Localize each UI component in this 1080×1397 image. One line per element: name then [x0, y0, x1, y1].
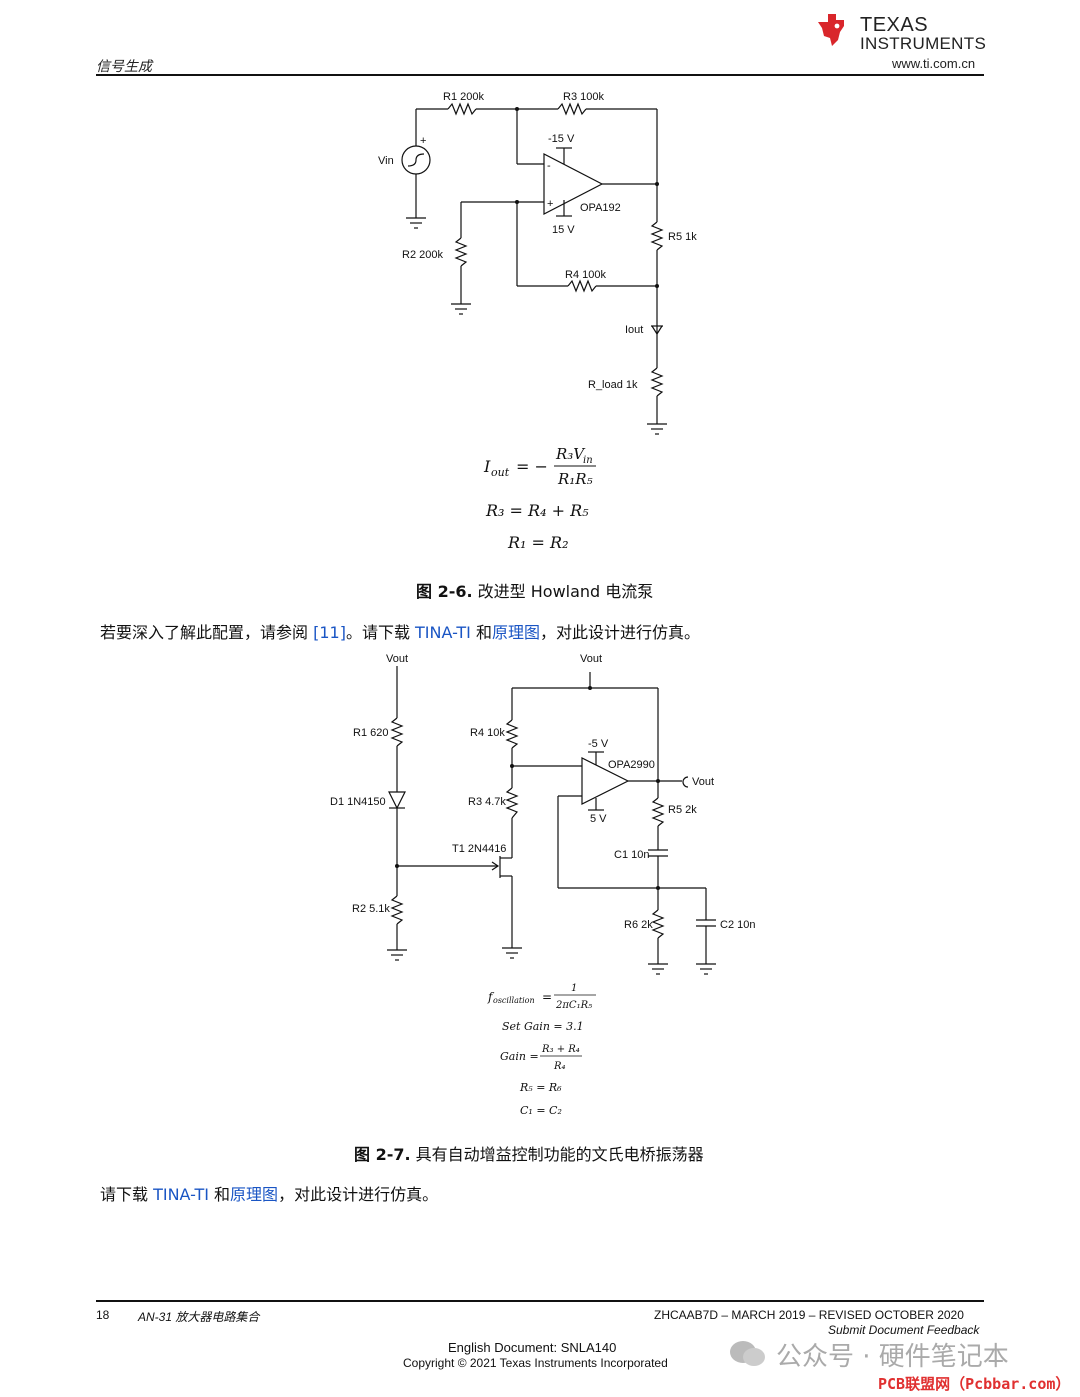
footer-divider: [96, 1300, 984, 1302]
fig2-eq3-num: R₃ + R₄: [541, 1044, 580, 1055]
fig1-rload-label: R_load 1k: [588, 379, 638, 391]
fig2-t1-label: T1 2N4416: [452, 843, 506, 855]
fig2-r4-label: R4 10k: [470, 727, 505, 739]
eq1-eq: = −: [516, 457, 548, 476]
fig2-eq1-eq: =: [542, 990, 552, 1004]
ref-11-link[interactable]: [11]: [313, 623, 346, 642]
tina-ti-link-2[interactable]: TINA-TI: [153, 1185, 209, 1204]
header-url[interactable]: www.ti.com.cn: [892, 56, 976, 71]
ti-logo-icon: [818, 14, 844, 46]
page-number: 18: [96, 1308, 110, 1322]
fig2-eq5: C₁ = C₂: [520, 1104, 562, 1117]
wien-bridge-schematic: Vout Vout R1 620 R4 10k -5 V OPA2990 Vou…: [330, 653, 755, 975]
fig2-r3-label: R3 4.7k: [468, 796, 506, 808]
fig2-eq4: R₅ = R₆: [519, 1081, 562, 1094]
fig1-plus: +: [547, 198, 553, 210]
fig2-vout-out: Vout: [692, 776, 714, 788]
figure2-caption-prefix: 图 2-7.: [354, 1145, 411, 1164]
fig2-c2-label: C2 10n: [720, 919, 755, 931]
fig2-eq3-den: R₄: [553, 1061, 566, 1072]
fig2-eq1-num: 1: [571, 983, 577, 994]
brand-line2: INSTRUMENTS: [860, 34, 987, 53]
fig2-r6-label: R6 2k: [624, 919, 653, 931]
eq1-lhs: I: [483, 457, 491, 476]
fig2-r5-label: R5 2k: [668, 804, 697, 816]
figure1-caption-text: 改进型 Howland 电流泵: [477, 582, 654, 601]
figure1-caption-prefix: 图 2-6.: [416, 582, 473, 601]
paragraph-2: 请下载 TINA-TI 和原理图，对此设计进行仿真。: [100, 1181, 438, 1205]
fig2-vout-top-left: Vout: [386, 653, 408, 665]
howland-schematic: R1 200k R3 100k -15 V Vin + - + OPA192 1…: [378, 91, 697, 435]
fig1-neg15-label: -15 V: [548, 133, 575, 145]
fig1-iout-label: Iout: [625, 324, 643, 336]
fig2-eq1-den: 2πC₁R₅: [555, 1000, 592, 1011]
copyright: Copyright © 2021 Texas Instruments Incor…: [403, 1356, 668, 1370]
fig2-equations: f oscillation = 1 2πC₁R₅ Set Gain = 3.1 …: [487, 983, 596, 1117]
wechat-icon: [730, 1341, 765, 1366]
fig2-eq1-lhs: f: [487, 990, 495, 1004]
fig1-minus: -: [547, 160, 551, 172]
figure2-caption: 图 2-7. 具有自动增益控制功能的文氏电桥振荡器: [354, 1141, 704, 1165]
fig1-vin-plus: +: [420, 135, 426, 147]
fig2-eq2: Set Gain = 3.1: [502, 1020, 584, 1033]
p2-text-a: 请下载: [100, 1185, 154, 1204]
paragraph-1: 若要深入了解此配置，请参阅 [11]。请下载 TINA-TI 和原理图，对此设计…: [100, 619, 700, 643]
figure2-caption-text: 具有自动增益控制功能的文氏电桥振荡器: [415, 1145, 704, 1164]
eq1-lhs-sub: out: [491, 466, 510, 479]
fig2-vout-top-mid: Vout: [580, 653, 602, 665]
submit-feedback-link[interactable]: Submit Document Feedback: [828, 1323, 980, 1337]
figure1-caption: 图 2-6. 改进型 Howland 电流泵: [416, 578, 653, 602]
p1-text-d: ，对此设计进行仿真。: [540, 623, 701, 642]
eq3: R₁ = R₂: [507, 533, 569, 552]
eq1-num-sub: in: [583, 455, 593, 466]
fig1-r3-label: R3 100k: [563, 91, 604, 103]
fig1-r1-label: R1 200k: [443, 91, 484, 103]
section-title: 信号生成: [96, 59, 152, 75]
fig2-eq3-lhs: Gain =: [500, 1050, 539, 1063]
fig2-neg5-label: -5 V: [588, 738, 609, 750]
p1-text-c: 和: [470, 623, 492, 642]
fig2-d1-label: D1 1N4150: [330, 796, 386, 808]
p1-text-a: 若要深入了解此配置，请参阅: [100, 623, 314, 642]
fig2-c1-label: C1 10n: [614, 849, 649, 861]
fig1-opamp-label: OPA192: [580, 202, 621, 214]
eq1-num: R₃V: [555, 445, 586, 463]
fig1-equations: I out = − R₃V in R₁R₅ R₃ = R₄ + R₅ R₁ = …: [483, 445, 596, 552]
fig1-vin-label: Vin: [378, 155, 394, 167]
watermark-text: 公众号 · 硬件笔记本: [776, 1342, 1009, 1372]
fig1-r2-label: R2 200k: [402, 249, 443, 261]
schematic-link-1[interactable]: 原理图: [491, 623, 540, 642]
doc-title: AN-31 放大器电路集合: [138, 1310, 260, 1324]
header-divider: [96, 74, 984, 76]
fig2-opamp-label: OPA2990: [608, 759, 655, 771]
fig1-r4-label: R4 100k: [565, 269, 606, 281]
fig2-r2-label: R2 5.1k: [352, 903, 390, 915]
tina-ti-link-1[interactable]: TINA-TI: [415, 623, 471, 642]
english-doc-link[interactable]: English Document: SNLA140: [448, 1340, 617, 1355]
fig1-r5-label: R5 1k: [668, 231, 697, 243]
fig2-pos5-label: 5 V: [590, 813, 607, 825]
schematic-link-2[interactable]: 原理图: [230, 1185, 279, 1204]
doc-id: ZHCAAB7D – MARCH 2019 – REVISED OCTOBER …: [654, 1308, 964, 1322]
site-tag: PCB联盟网（Pcbbar.com）: [878, 1375, 1071, 1393]
fig1-pos15-label: 15 V: [552, 224, 575, 236]
p2-text-b: 和: [208, 1185, 231, 1204]
fig2-eq1-lhs-sub: oscillation: [493, 996, 535, 1005]
fig2-r1-label: R1 620: [353, 727, 388, 739]
brand-line1: TEXAS: [860, 14, 929, 36]
eq1-den: R₁R₅: [557, 470, 593, 488]
eq2: R₃ = R₄ + R₅: [485, 501, 589, 520]
p1-text-b: 。请下载: [345, 623, 416, 642]
p2-text-c: ，对此设计进行仿真。: [278, 1185, 439, 1204]
